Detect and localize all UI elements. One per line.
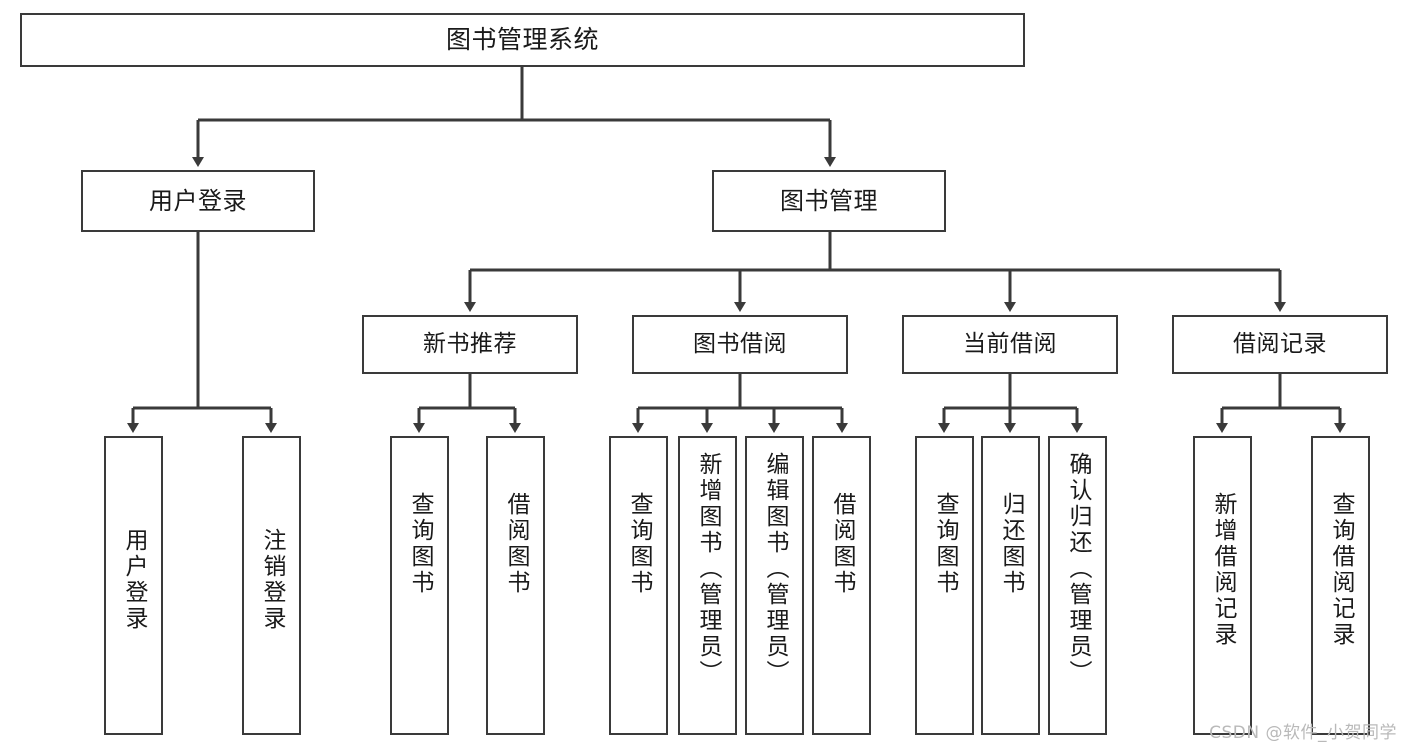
node-new-book-recommend[interactable]: 新书推荐 [362,315,578,374]
node-label: 图书管理 [780,186,878,215]
leaf-return-book[interactable]: 归还图书 [981,436,1040,735]
leaf-user-login[interactable]: 用户登录 [104,436,163,735]
node-book-management[interactable]: 图书管理 [712,170,946,232]
node-label: 当前借阅 [963,330,1057,357]
node-label: 借阅记录 [1233,330,1327,357]
node-borrow-record[interactable]: 借阅记录 [1172,315,1388,374]
node-label: 借阅图书 [503,492,529,596]
node-label: 新增借阅记录 [1210,492,1236,648]
node-label: 查询图书 [626,492,652,596]
leaf-user-logout[interactable]: 注销登录 [242,436,301,735]
node-label: 注销登录 [259,528,285,632]
node-label: 查询图书 [932,492,958,596]
leaf-borrow-book[interactable]: 借阅图书 [812,436,871,735]
leaf-edit-book-admin[interactable]: 编辑图书（管理员） [745,436,804,735]
node-label: 查询借阅记录 [1328,492,1354,648]
node-current-borrow[interactable]: 当前借阅 [902,315,1118,374]
node-user-login[interactable]: 用户登录 [81,170,315,232]
leaf-query-book-borrow[interactable]: 查询图书 [609,436,668,735]
node-label: 借阅图书 [829,492,855,596]
leaf-add-book-admin[interactable]: 新增图书（管理员） [678,436,737,735]
node-label: 用户登录 [149,186,247,215]
leaf-query-borrow-record[interactable]: 查询借阅记录 [1311,436,1370,735]
leaf-borrow-book-recommend[interactable]: 借阅图书 [486,436,545,735]
node-label: 新增图书（管理员） [695,452,721,686]
node-root-system[interactable]: 图书管理系统 [20,13,1025,67]
node-label: 新书推荐 [423,330,517,357]
node-label: 归还图书 [998,492,1024,596]
node-label: 图书借阅 [693,330,787,357]
leaf-query-book-current[interactable]: 查询图书 [915,436,974,735]
node-label: 编辑图书（管理员） [762,452,788,686]
node-label: 查询图书 [407,492,433,596]
leaf-add-borrow-record[interactable]: 新增借阅记录 [1193,436,1252,735]
node-label: 用户登录 [121,528,147,632]
node-book-borrow[interactable]: 图书借阅 [632,315,848,374]
node-label: 确认归还（管理员） [1065,452,1091,686]
node-label: 图书管理系统 [445,25,599,55]
leaf-confirm-return-admin[interactable]: 确认归还（管理员） [1048,436,1107,735]
leaf-query-book-recommend[interactable]: 查询图书 [390,436,449,735]
